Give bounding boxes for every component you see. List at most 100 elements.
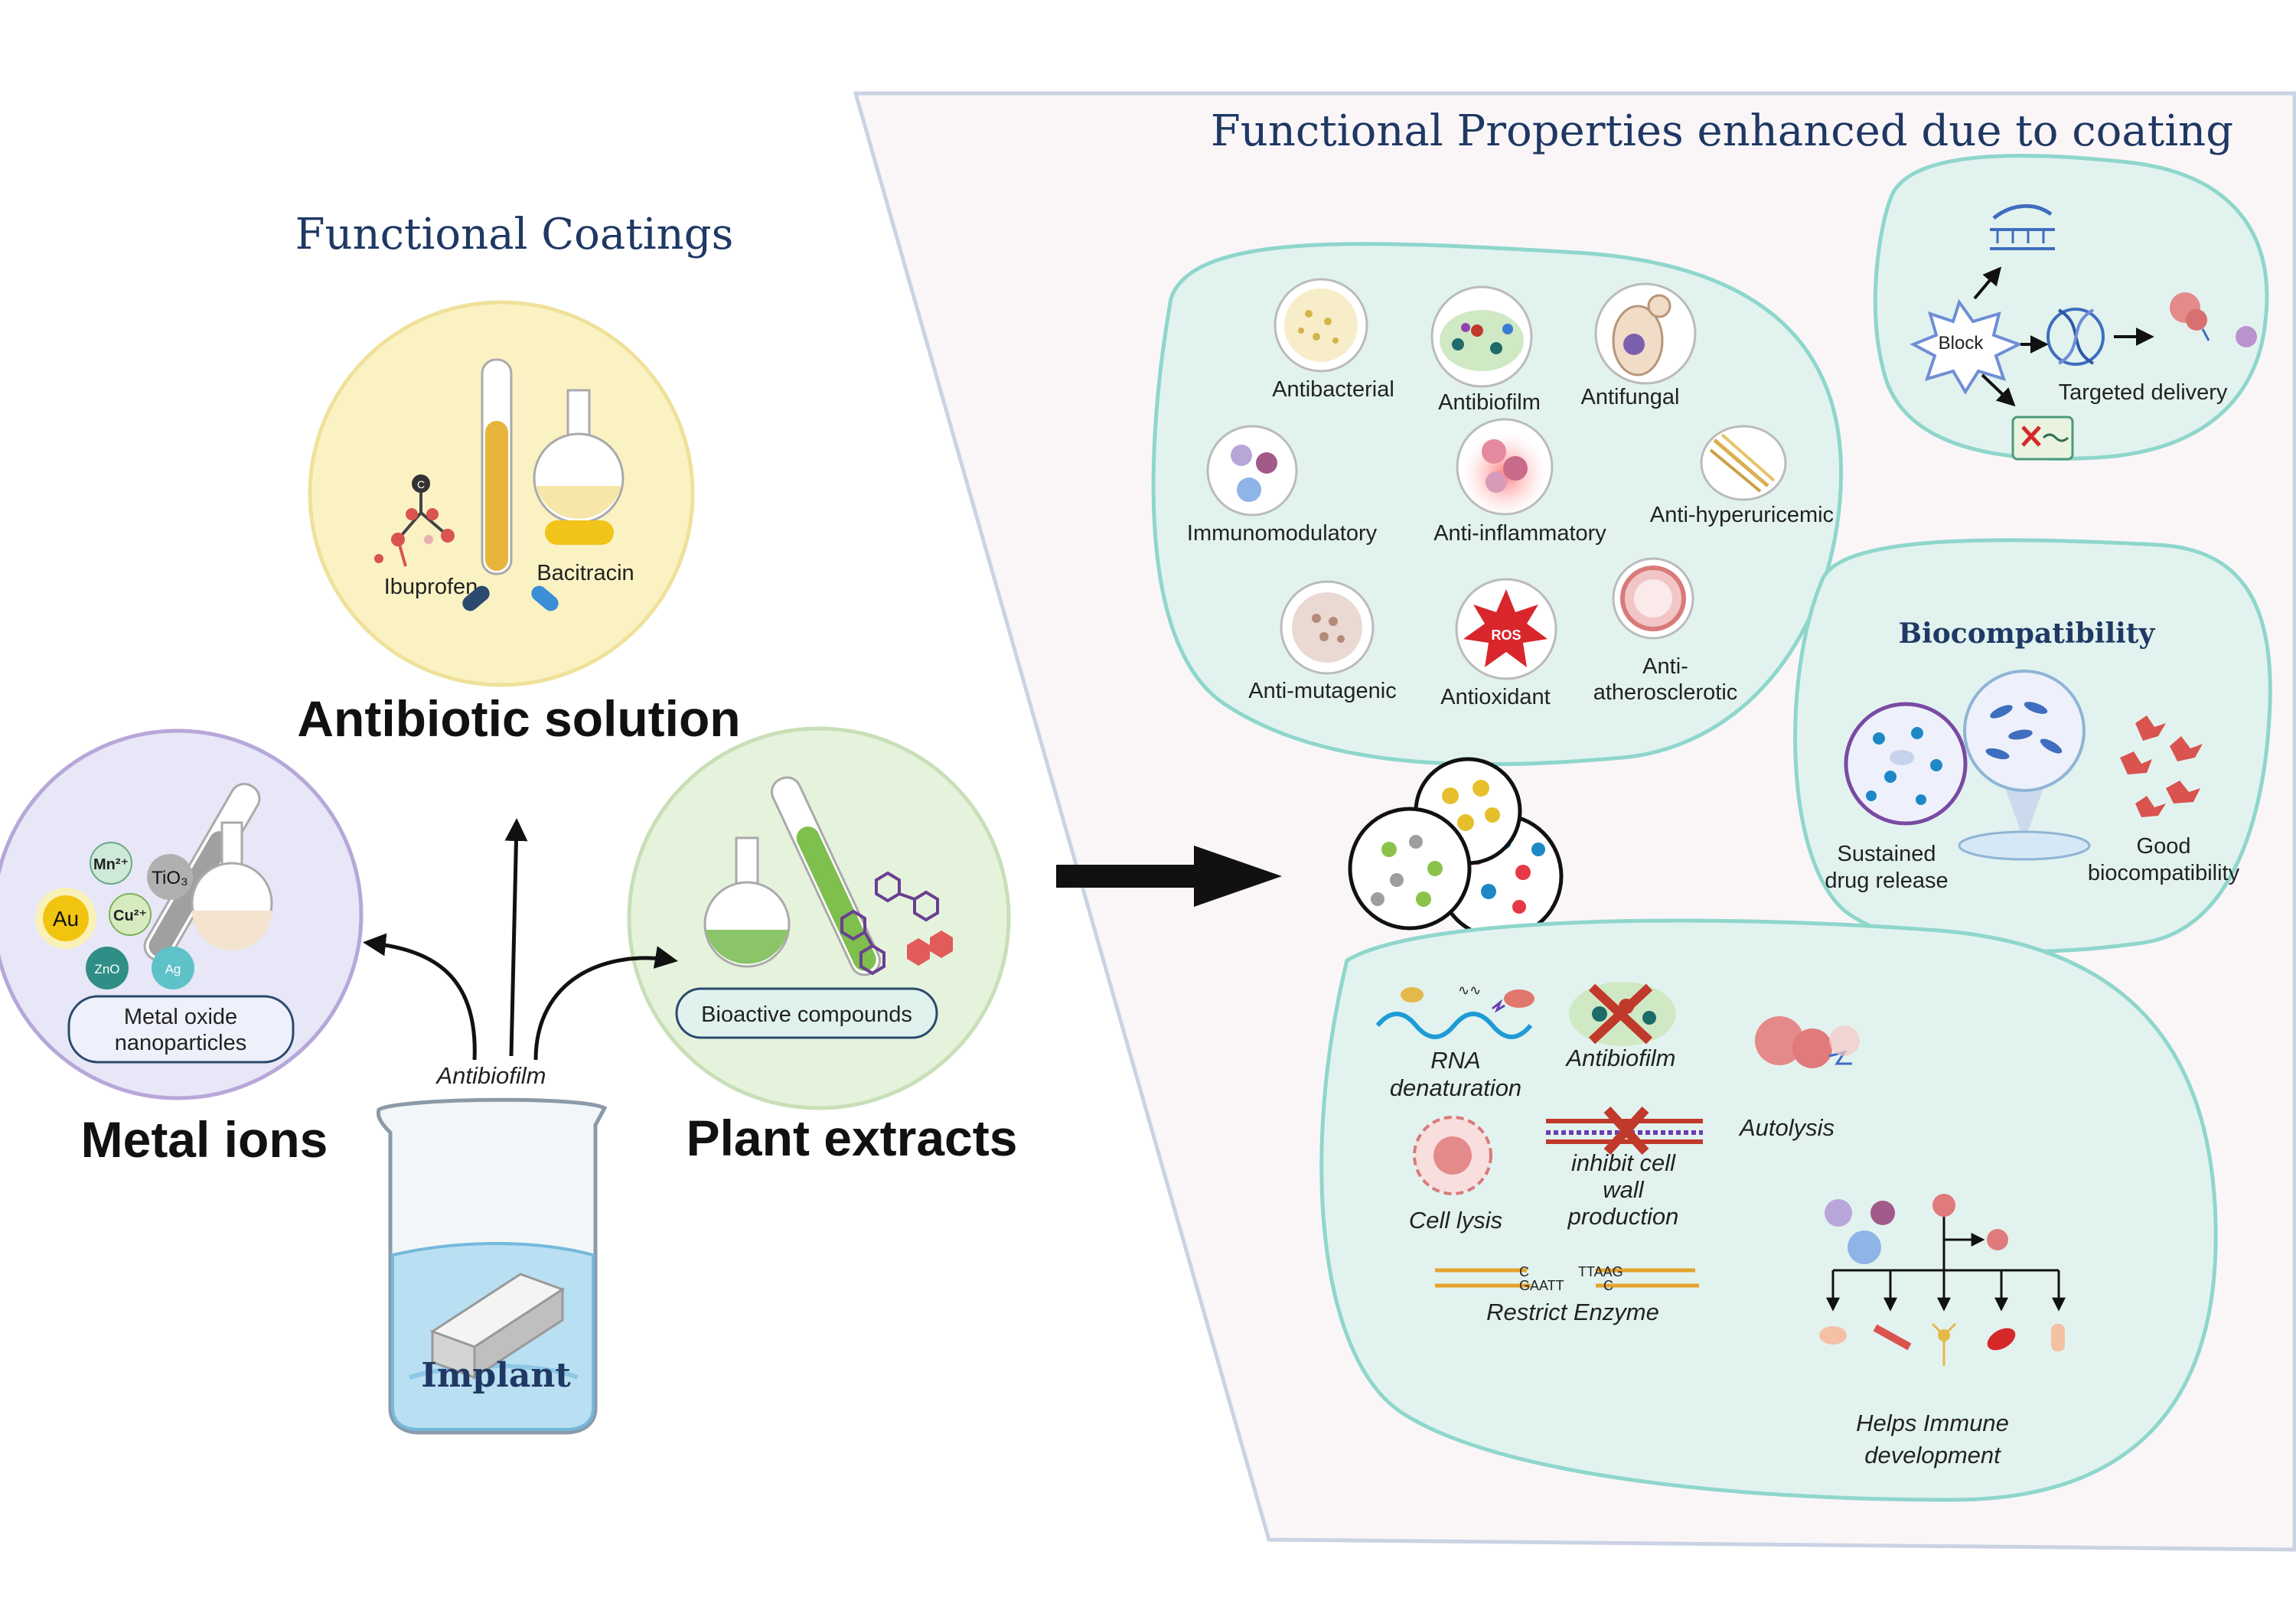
plant-heading: Plant extracts: [687, 1110, 1018, 1166]
beaker-arrows: [363, 818, 678, 1061]
autolysis-icon: [1755, 1016, 1860, 1068]
svg-text:TTAAG: TTAAG: [1578, 1264, 1623, 1279]
zno-ion-icon: ZnO: [86, 947, 129, 989]
anti-hyperuricemic-label: Anti-hyperuricemic: [1650, 503, 1834, 527]
cell-culture-dish-icon: [1958, 670, 2091, 861]
pill-icon-2: [531, 585, 559, 611]
svg-text:Mn²⁺: Mn²⁺: [93, 856, 129, 873]
anti-mutagenic-icon: [1280, 580, 1375, 675]
good-biocompat-label-2: biocompatibility: [2088, 861, 2240, 885]
svg-text:ROS: ROS: [1491, 627, 1521, 643]
anti-hyperuricemic-icon: [1700, 425, 1787, 501]
anti-mutagenic-label: Anti-mutagenic: [1248, 679, 1396, 703]
svg-text:Cu²⁺: Cu²⁺: [113, 908, 147, 924]
plant-circle: [627, 726, 1011, 1110]
antioxidant-label: Antioxidant: [1440, 685, 1551, 709]
antifungal-icon: [1594, 282, 1697, 385]
svg-text:Ag: Ag: [165, 962, 181, 976]
flask-metal-icon: [191, 821, 273, 950]
antibiofilm-icon: [1430, 285, 1533, 388]
antibiofilm-label: Antibiofilm: [1438, 390, 1541, 415]
metal-oxide-label-1: Metal oxide: [124, 1005, 237, 1029]
rna-denaturation-icon: ∿∿: [1375, 983, 1534, 1039]
inhibit-label-3: production: [1567, 1203, 1679, 1230]
biocompatibility-title: Biocompatibility: [1899, 618, 2156, 650]
immunomodulatory-icon: [1206, 425, 1298, 517]
flask-green-icon: [703, 836, 791, 968]
bacteria-target-icon: [2170, 292, 2257, 347]
anti-atherosclerotic-label-2: atherosclerotic: [1593, 680, 1738, 705]
au-ion-icon: Au: [35, 888, 96, 949]
bioactive-label: Bioactive compounds: [701, 1002, 912, 1027]
nanoparticle-cluster-icon: [1348, 757, 1564, 940]
metal-oxide-label-2: nanoparticles: [115, 1031, 247, 1055]
ibuprofen-molecule-icon: C: [374, 474, 455, 567]
sustained-release-label-1: Sustained: [1838, 842, 1936, 866]
antioxidant-icon: ROS: [1455, 578, 1557, 680]
immune-development-icon: [1819, 1194, 2066, 1366]
block-burst-icon: [1910, 298, 2024, 395]
implant-label: Implant: [421, 1356, 571, 1395]
anti-inflammatory-label: Anti-inflammatory: [1433, 521, 1606, 546]
anti-atherosclerotic-label-1: Anti-: [1642, 654, 1688, 679]
targeted-delivery-blob: [1873, 154, 2269, 461]
block-label: Block: [1939, 333, 1985, 354]
svg-text:∿∿: ∿∿: [1458, 983, 1481, 998]
svg-text:C: C: [417, 478, 425, 491]
antibiofilm-blocked-icon: [1569, 982, 1676, 1046]
cell-lysis-icon: [1413, 1116, 1492, 1195]
rna-ribosome-icon: [1990, 204, 2055, 250]
targeted-delivery-label: Targeted delivery: [2059, 380, 2228, 405]
mn-ion-icon: Mn²⁺: [90, 842, 132, 885]
immunomodulatory-label: Immunomodulatory: [1187, 521, 1378, 546]
inhibit-label-1: inhibit cell: [1571, 1149, 1676, 1176]
immune-label-1: Helps Immune: [1856, 1410, 2009, 1436]
red-hexagons-icon: [907, 931, 953, 966]
svg-text:TiO₃: TiO₃: [152, 868, 188, 888]
metal-heading: Metal ions: [81, 1111, 328, 1168]
healthy-cells-icon: [2120, 715, 2203, 817]
antibacterial-icon: [1274, 278, 1368, 373]
cell-wall-icon: [1546, 1106, 1703, 1156]
coatings-title: Functional Coatings: [295, 210, 734, 259]
antibiotic-heading: Antibiotic solution: [297, 690, 740, 747]
cu-ion-icon: Cu²⁺: [109, 893, 152, 936]
svg-text:C: C: [1519, 1264, 1529, 1279]
block-x-icon: [2011, 416, 2074, 461]
anti-inflammatory-icon: [1456, 418, 1554, 517]
targeted-arrows: [1973, 266, 2154, 407]
restriction-enzyme-icon: C GAATT TTAAG C: [1435, 1264, 1699, 1293]
rna-denaturation-label-2: denaturation: [1390, 1074, 1521, 1101]
metal-oxide-box: [67, 995, 295, 1064]
good-biocompat-label-1: Good: [2137, 834, 2191, 859]
sustained-release-icon: [1844, 702, 1968, 826]
svg-text:Au: Au: [53, 907, 79, 931]
svg-text:ZnO: ZnO: [94, 962, 119, 976]
antibacterial-label: Antibacterial: [1272, 377, 1394, 402]
bioactive-molecule-icon: [840, 871, 939, 976]
anti-atherosclerotic-icon: [1612, 557, 1694, 640]
svg-text:GAATT: GAATT: [1519, 1278, 1564, 1293]
rna-denaturation-label-1: RNA: [1430, 1047, 1480, 1074]
antifungal-label: Antifungal: [1581, 385, 1680, 409]
cell-lysis-label: Cell lysis: [1409, 1207, 1502, 1234]
implant-block-icon: [429, 1273, 566, 1380]
ag-ion-icon: Ag: [152, 947, 194, 989]
antibiofilm-arrow-label: Antibiofilm: [435, 1062, 546, 1089]
flask-yellow-icon: [533, 389, 625, 545]
inhibit-label-2: wall: [1603, 1176, 1645, 1203]
mech-antibiofilm-label: Antibiofilm: [1565, 1045, 1676, 1071]
bioactive-box: [675, 987, 938, 1039]
bacitracin-label: Bacitracin: [536, 561, 634, 585]
ibuprofen-label: Ibuprofen: [384, 575, 478, 599]
restrict-enzyme-label: Restrict Enzyme: [1486, 1299, 1659, 1325]
dna-target-icon: [2047, 308, 2105, 366]
sustained-release-label-2: drug release: [1825, 869, 1948, 893]
properties-title: Functional Properties enhanced due to co…: [1211, 106, 2233, 156]
immune-label-2: development: [1864, 1442, 2001, 1468]
mechanisms-blob: [1319, 918, 2218, 1502]
svg-text:C: C: [1603, 1278, 1613, 1293]
autolysis-label: Autolysis: [1738, 1114, 1835, 1141]
test-tube-yellow-icon: [481, 358, 513, 575]
